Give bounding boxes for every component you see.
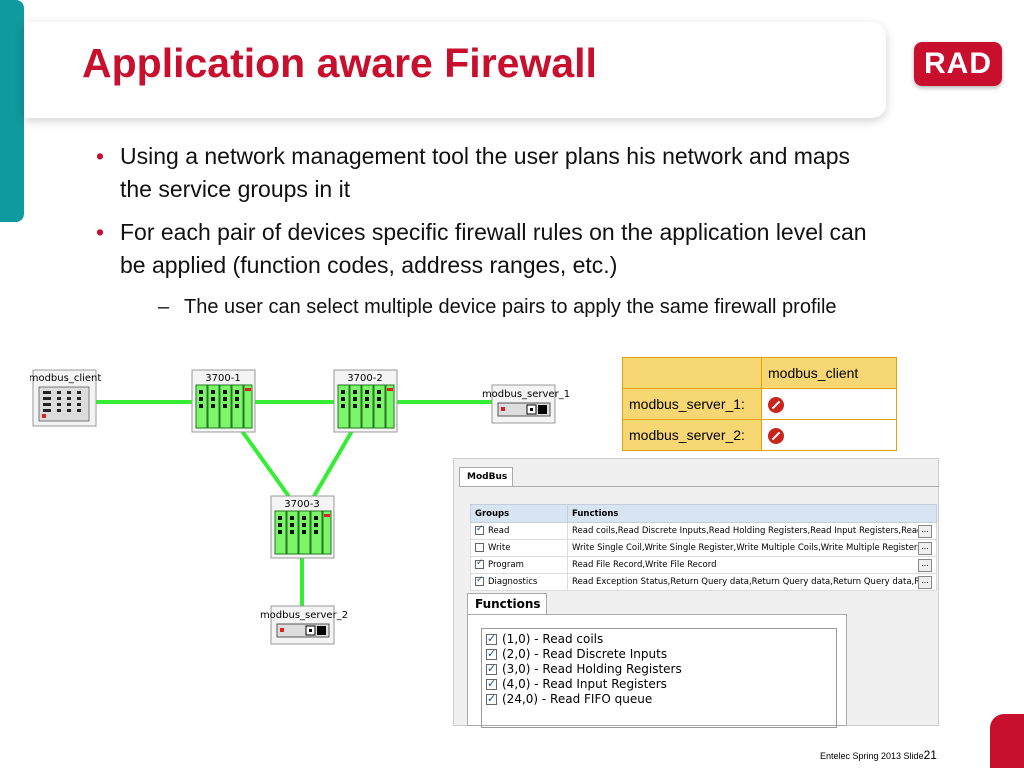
bullet-2: For each pair of devices specific firewa…: [96, 216, 886, 282]
groups-table: Groups Functions Read Read coils,Read Di…: [470, 504, 937, 591]
label-modbus-client: modbus_client: [30, 373, 101, 384]
footer-text: Entelec Spring 2013 Slide: [820, 751, 924, 761]
table-row: Write Write Single Coil,Write Single Reg…: [470, 539, 937, 557]
functions-text: Read Exception Status,Return Query data,…: [572, 577, 918, 587]
label-3700-1: 3700-1: [205, 373, 240, 384]
group-label: Diagnostics: [488, 577, 538, 587]
logo-text: RAD: [924, 47, 992, 80]
functions-cell[interactable]: Read Exception Status,Return Query data,…: [567, 573, 937, 591]
matrix-cell-2[interactable]: [761, 419, 897, 451]
program-checkbox[interactable]: [475, 558, 484, 569]
node-3700-3: 3700-3: [270, 495, 335, 559]
link-3700-1-3700-3: [240, 429, 292, 500]
group-label: Read: [488, 526, 510, 536]
tab-modbus[interactable]: ModBus: [459, 467, 513, 487]
list-item[interactable]: (4,0) - Read Input Registers: [486, 676, 836, 692]
function-checkbox[interactable]: [486, 691, 497, 706]
group-label: Write: [488, 543, 511, 553]
write-checkbox[interactable]: [475, 543, 484, 552]
slide-title: Application aware Firewall: [82, 40, 597, 86]
list-item[interactable]: (3,0) - Read Holding Registers: [486, 661, 836, 677]
ellipsis-button[interactable]: ...: [918, 524, 932, 538]
matrix-col-header: modbus_client: [761, 357, 897, 389]
functions-header: Functions: [567, 504, 937, 523]
node-3700-1: 3700-1: [191, 369, 256, 433]
functions-text: Read coils,Read Discrete Inputs,Read Hol…: [572, 526, 918, 536]
ellipsis-button[interactable]: ...: [918, 558, 932, 572]
function-label: (2,0) - Read Discrete Inputs: [502, 647, 668, 661]
table-row: Diagnostics Read Exception Status,Return…: [470, 573, 937, 591]
tab-functions[interactable]: Functions: [467, 593, 547, 615]
function-checkbox[interactable]: [486, 676, 497, 691]
function-checkbox[interactable]: [486, 646, 497, 661]
sub-bullet: The user can select multiple device pair…: [158, 292, 886, 322]
functions-cell[interactable]: Read coils,Read Discrete Inputs,Read Hol…: [567, 522, 937, 540]
functions-cell[interactable]: Write Single Coil,Write Single Register,…: [567, 539, 937, 557]
groups-header: Groups: [470, 504, 568, 523]
functions-cell[interactable]: Read File Record,Write File Record...: [567, 556, 937, 574]
table-row: Read Read coils,Read Discrete Inputs,Rea…: [470, 522, 937, 540]
rad-logo: RAD: [914, 42, 1002, 86]
group-cell[interactable]: Diagnostics: [470, 573, 568, 591]
function-label: (4,0) - Read Input Registers: [502, 677, 667, 691]
matrix-row-header-2: modbus_server_2:: [622, 419, 762, 451]
function-label: (3,0) - Read Holding Registers: [502, 662, 682, 676]
group-label: Program: [488, 560, 524, 570]
functions-pane: (1,0) - Read coils (2,0) - Read Discrete…: [467, 614, 847, 728]
label-modbus-server-2: modbus_server_2: [260, 610, 348, 621]
title-bar: [24, 22, 886, 118]
bullet-1: Using a network management tool the user…: [96, 140, 886, 206]
label-3700-2: 3700-2: [347, 373, 382, 384]
corner-accent: [990, 714, 1024, 768]
diagnostics-checkbox[interactable]: [475, 575, 484, 586]
node-modbus-server-2: modbus_server_2: [260, 605, 348, 645]
modbus-panel: ModBus Groups Functions Read Read coils,…: [453, 458, 939, 728]
function-label: (24,0) - Read FIFO queue: [502, 692, 653, 706]
matrix-row-header-1: modbus_server_1:: [622, 388, 762, 420]
tab-divider: [459, 486, 939, 487]
group-cell[interactable]: Read: [470, 522, 568, 540]
list-item[interactable]: (24,0) - Read FIFO queue: [486, 691, 836, 707]
bullet-list: Using a network management tool the user…: [96, 140, 886, 322]
network-diagram: modbus_client 3700-1 3700-2: [30, 369, 570, 645]
function-checkbox[interactable]: [486, 661, 497, 676]
label-modbus-server-1: modbus_server_1: [482, 389, 570, 400]
function-label: (1,0) - Read coils: [502, 632, 604, 646]
node-modbus-client: modbus_client: [30, 369, 101, 427]
link-3700-2-3700-3: [311, 429, 354, 500]
functions-text: Write Single Coil,Write Single Register,…: [572, 543, 918, 553]
deny-icon: [768, 427, 784, 444]
read-checkbox[interactable]: [475, 524, 484, 535]
functions-list: (1,0) - Read coils (2,0) - Read Discrete…: [481, 628, 837, 728]
table-row: Program Read File Record,Write File Reco…: [470, 556, 937, 574]
group-cell[interactable]: Program: [470, 556, 568, 574]
list-item[interactable]: (2,0) - Read Discrete Inputs: [486, 646, 836, 662]
slide-number: 21: [923, 748, 937, 762]
matrix-cell-1[interactable]: [761, 388, 897, 420]
left-accent-bar: [0, 0, 24, 222]
ellipsis-button[interactable]: ...: [918, 575, 932, 589]
ellipsis-button[interactable]: ...: [918, 541, 932, 555]
label-3700-3: 3700-3: [284, 499, 319, 510]
functions-text: Read File Record,Write File Record: [572, 560, 717, 570]
access-matrix: modbus_client modbus_server_1: modbus_se…: [622, 357, 897, 451]
matrix-corner: [622, 357, 762, 389]
function-checkbox[interactable]: [486, 631, 497, 646]
group-cell[interactable]: Write: [470, 539, 568, 557]
list-item[interactable]: (1,0) - Read coils: [486, 631, 836, 647]
node-modbus-server-1: modbus_server_1: [482, 384, 570, 424]
deny-icon: [768, 396, 784, 413]
slide-footer: Entelec Spring 2013 Slide21: [820, 748, 937, 762]
node-3700-2: 3700-2: [333, 369, 398, 433]
